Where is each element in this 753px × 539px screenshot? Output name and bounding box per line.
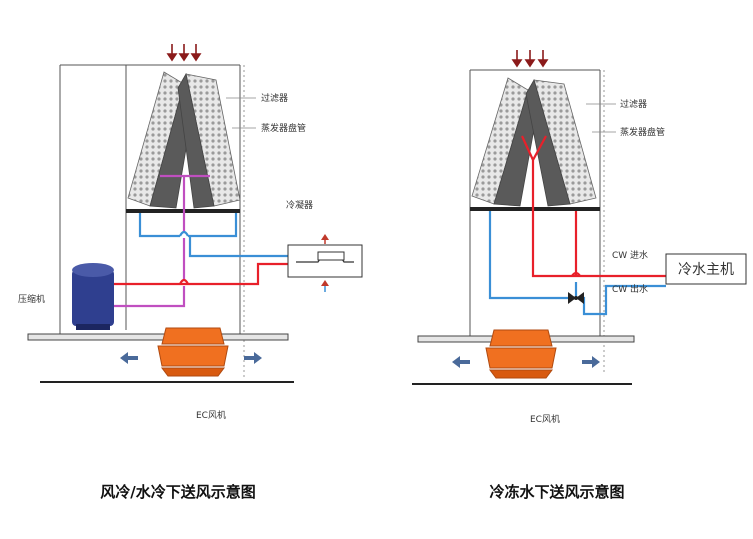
left-compressor [72,263,114,330]
left-crossover-hop [179,230,189,237]
right-drain-pan [470,207,600,211]
left-cabinet-outline [59,64,241,335]
right-label-leaders [586,103,616,133]
right-cw-out-label: CW 出水 [612,283,648,295]
left-evaporator-coil [127,71,241,209]
right-cw-in-label: CW 进水 [612,249,648,261]
right-cabinet-outline [469,69,601,338]
right-coil-label: 蒸发器盘管 [620,126,665,138]
right-evaporator-coil [471,77,597,207]
left-label-leaders [226,97,256,129]
right-filter-label: 过滤器 [620,98,647,110]
left-floor-plate [27,333,289,341]
right-caption: 冷冻水下送风示意图 [489,483,624,501]
left-caption: 风冷/水冷下送风示意图 [100,483,255,501]
left-compressor-label: 压缩机 [18,293,45,305]
right-diagram: 冷水主机 过滤器 蒸发器盘管 CW 进水 CW 出水 EC风机 冷冻水下送风示意… [412,50,747,501]
right-ec-fan [485,329,557,379]
left-airflow-down-arrows [166,44,202,62]
right-chiller-box [665,253,747,285]
right-side-airflow-arrows [452,356,600,368]
left-refrigerant-lines [112,174,210,308]
left-ec-fan [157,327,229,377]
left-filter-label: 过滤器 [261,92,288,104]
left-return-line [138,213,288,258]
left-liquid-line [112,262,290,286]
left-diagram: 过滤器 蒸发器盘管 冷凝器 压缩机 EC风机 风冷/水冷下送风示意图 [18,44,363,501]
left-condenser [287,234,363,292]
right-valve [568,292,584,304]
left-coil-label: 蒸发器盘管 [261,122,306,134]
right-supply-line [521,135,666,278]
right-crossover-hop [571,271,581,277]
left-fan-label: EC风机 [196,409,226,421]
right-fan-label: EC风机 [530,413,560,425]
right-chiller-label: 冷水主机 [678,262,734,278]
right-airflow-down-arrows [511,50,549,68]
left-crossover-hop-2 [179,278,189,285]
left-side-airflow-arrows [120,352,262,364]
left-condenser-label: 冷凝器 [286,199,313,211]
